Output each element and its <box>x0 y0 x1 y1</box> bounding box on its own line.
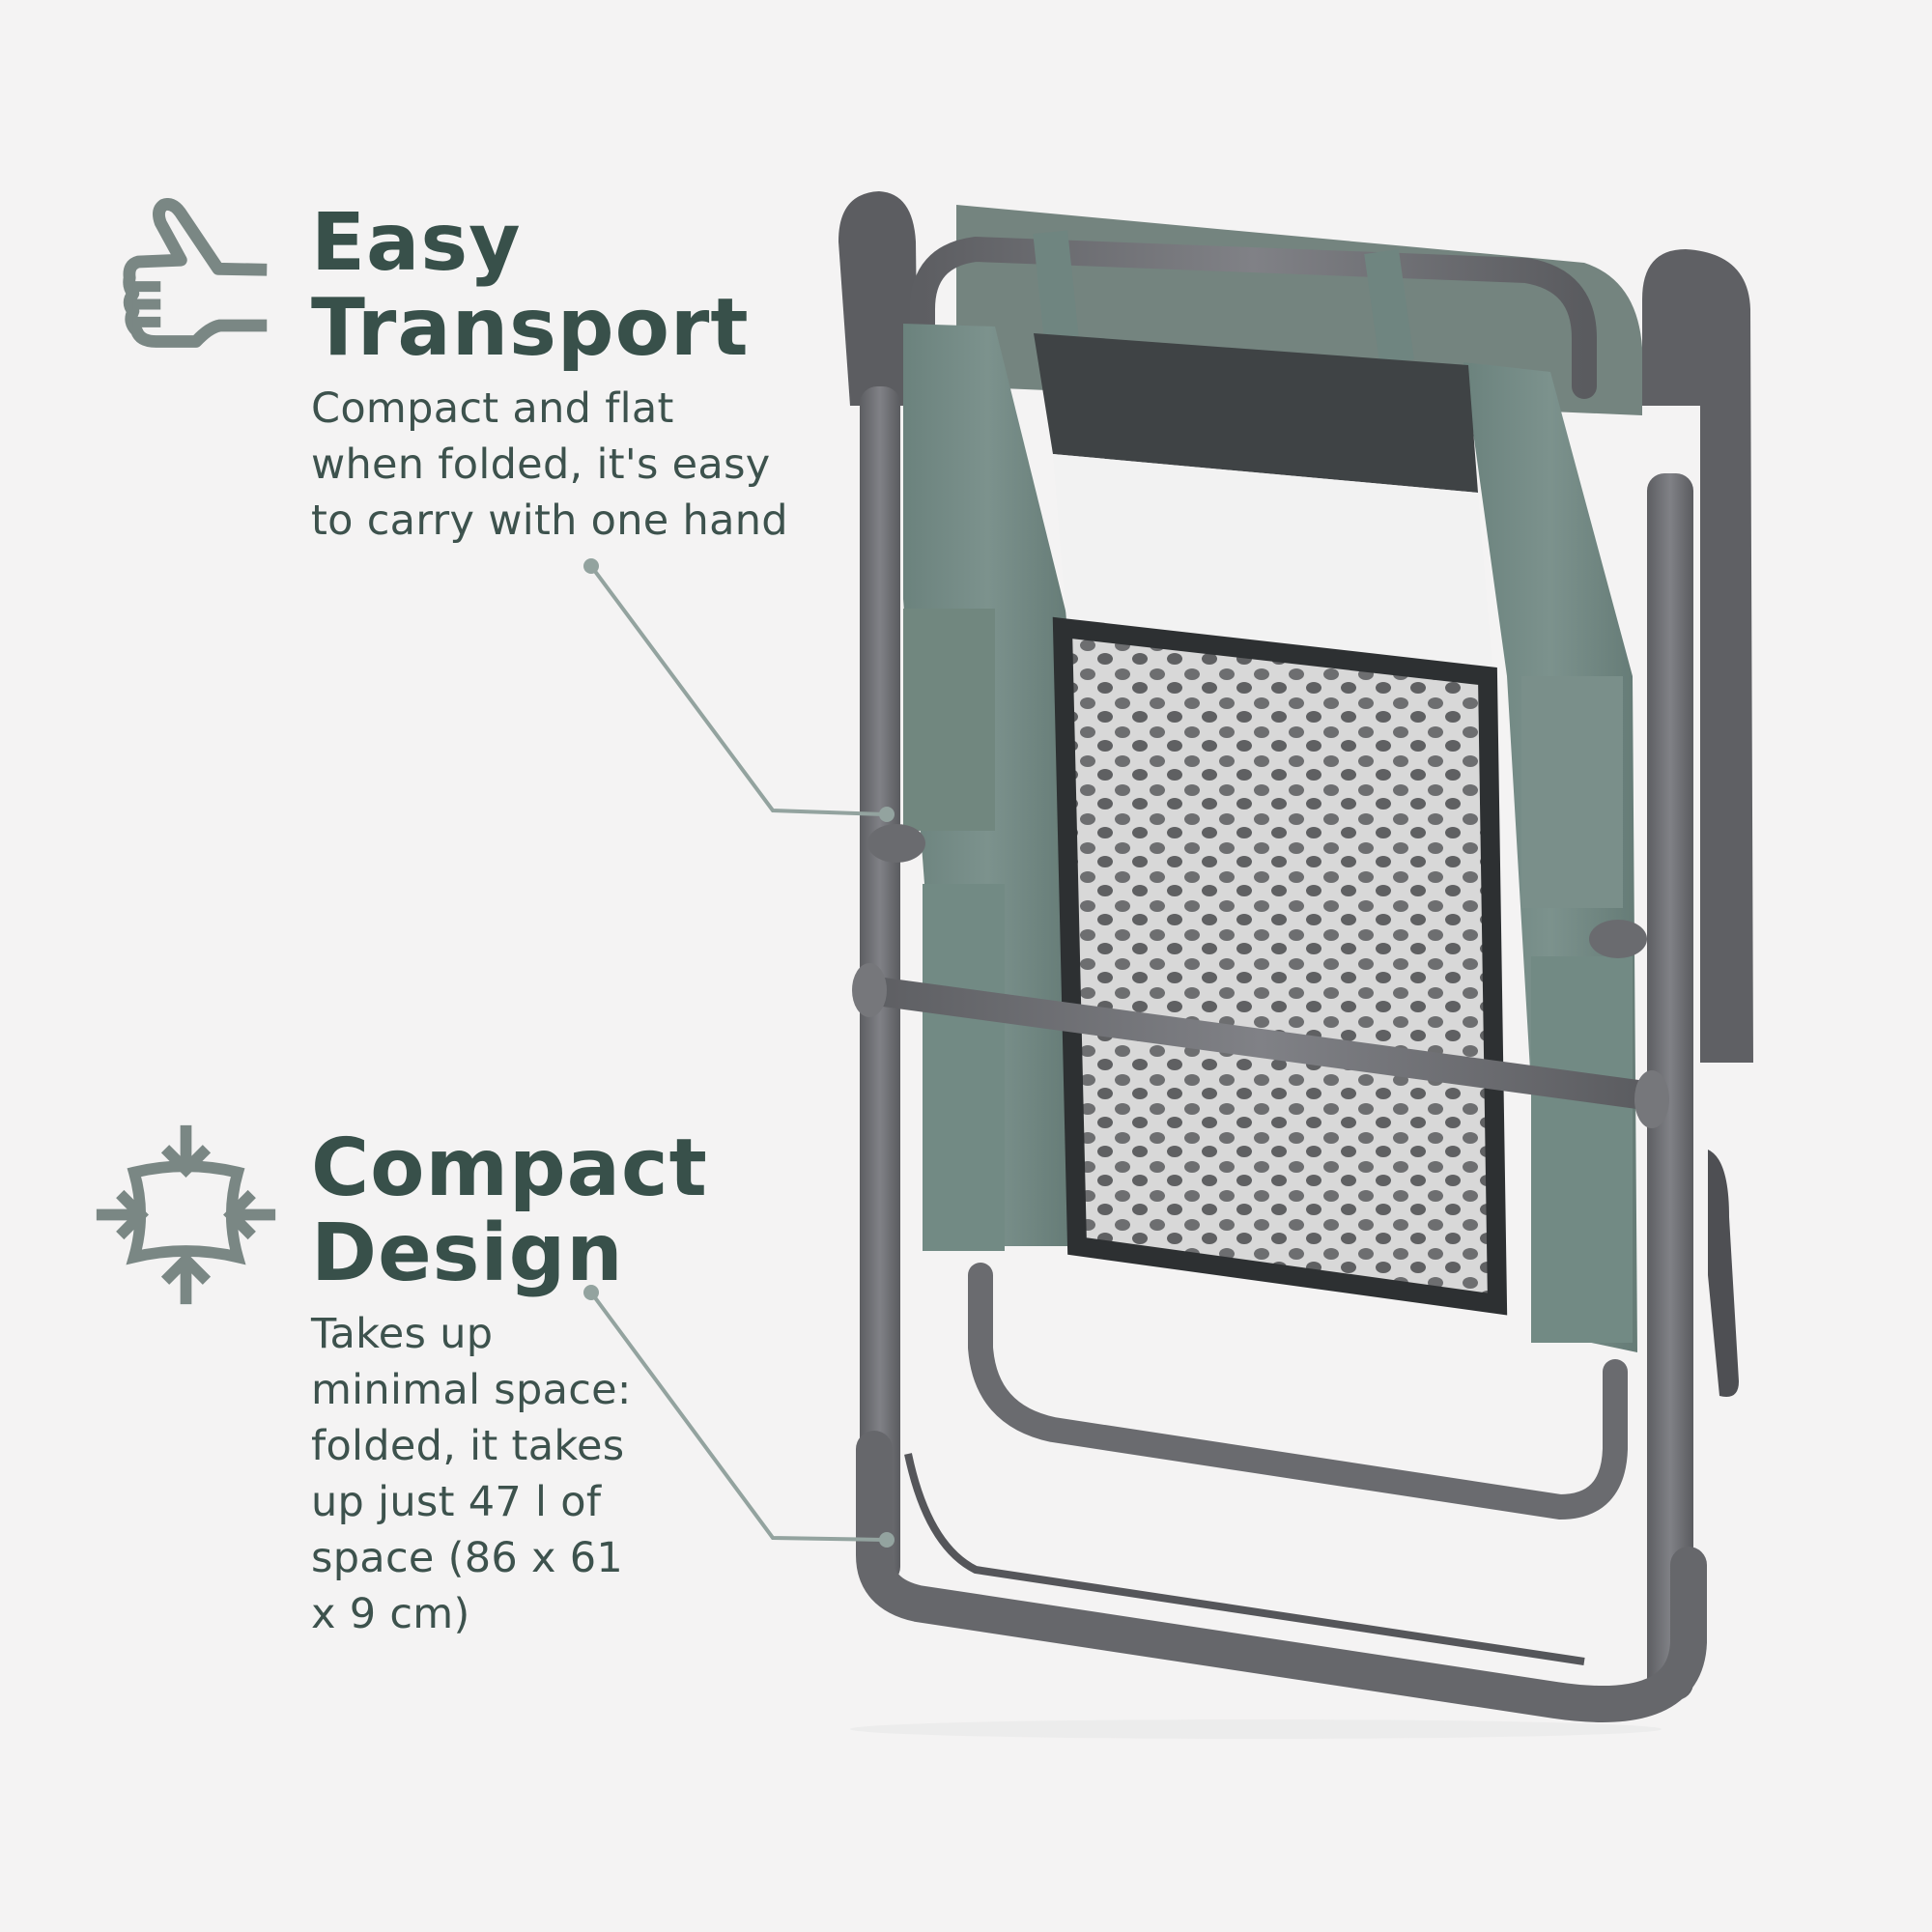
base-frame <box>856 1431 1707 1722</box>
hinge-left <box>867 824 925 863</box>
right-armrest <box>1642 249 1753 1063</box>
back-top-tube <box>910 236 1597 418</box>
back-dark-band <box>1034 333 1478 493</box>
strap-left <box>1033 230 1079 340</box>
side-lever <box>1708 1150 1739 1397</box>
right-leg <box>1647 473 1693 1700</box>
seat-mesh <box>1063 628 1497 1304</box>
thumbs-up-icon <box>123 198 268 348</box>
back-open-area <box>1053 454 1492 667</box>
feature-description: Takes up minimal space: folded, it takes… <box>311 1310 632 1638</box>
seat-pocket-left <box>903 609 995 831</box>
seat-pocket-left-2 <box>923 884 1005 1251</box>
seat-pocket-right-2 <box>1531 956 1633 1343</box>
cross-bar <box>855 976 1666 1111</box>
feature-description: Compact and flat when folded, it's easy … <box>311 384 788 545</box>
feature-compact-design: Compact Design Takes up minimal space: f… <box>0 0 831 1932</box>
left-armrest <box>838 191 918 406</box>
feature-heading: Compact Design <box>311 1122 708 1299</box>
seat-frame-loop <box>968 1263 1628 1520</box>
compress-arrows-icon <box>96 1124 276 1305</box>
strap-right <box>1364 249 1414 364</box>
seat-pocket-right <box>1521 676 1623 908</box>
hinge-right <box>1589 920 1647 958</box>
feature-heading: Easy Transport <box>311 197 750 374</box>
feature-easy-transport: Easy Transport Compact and flat when fol… <box>0 0 831 580</box>
